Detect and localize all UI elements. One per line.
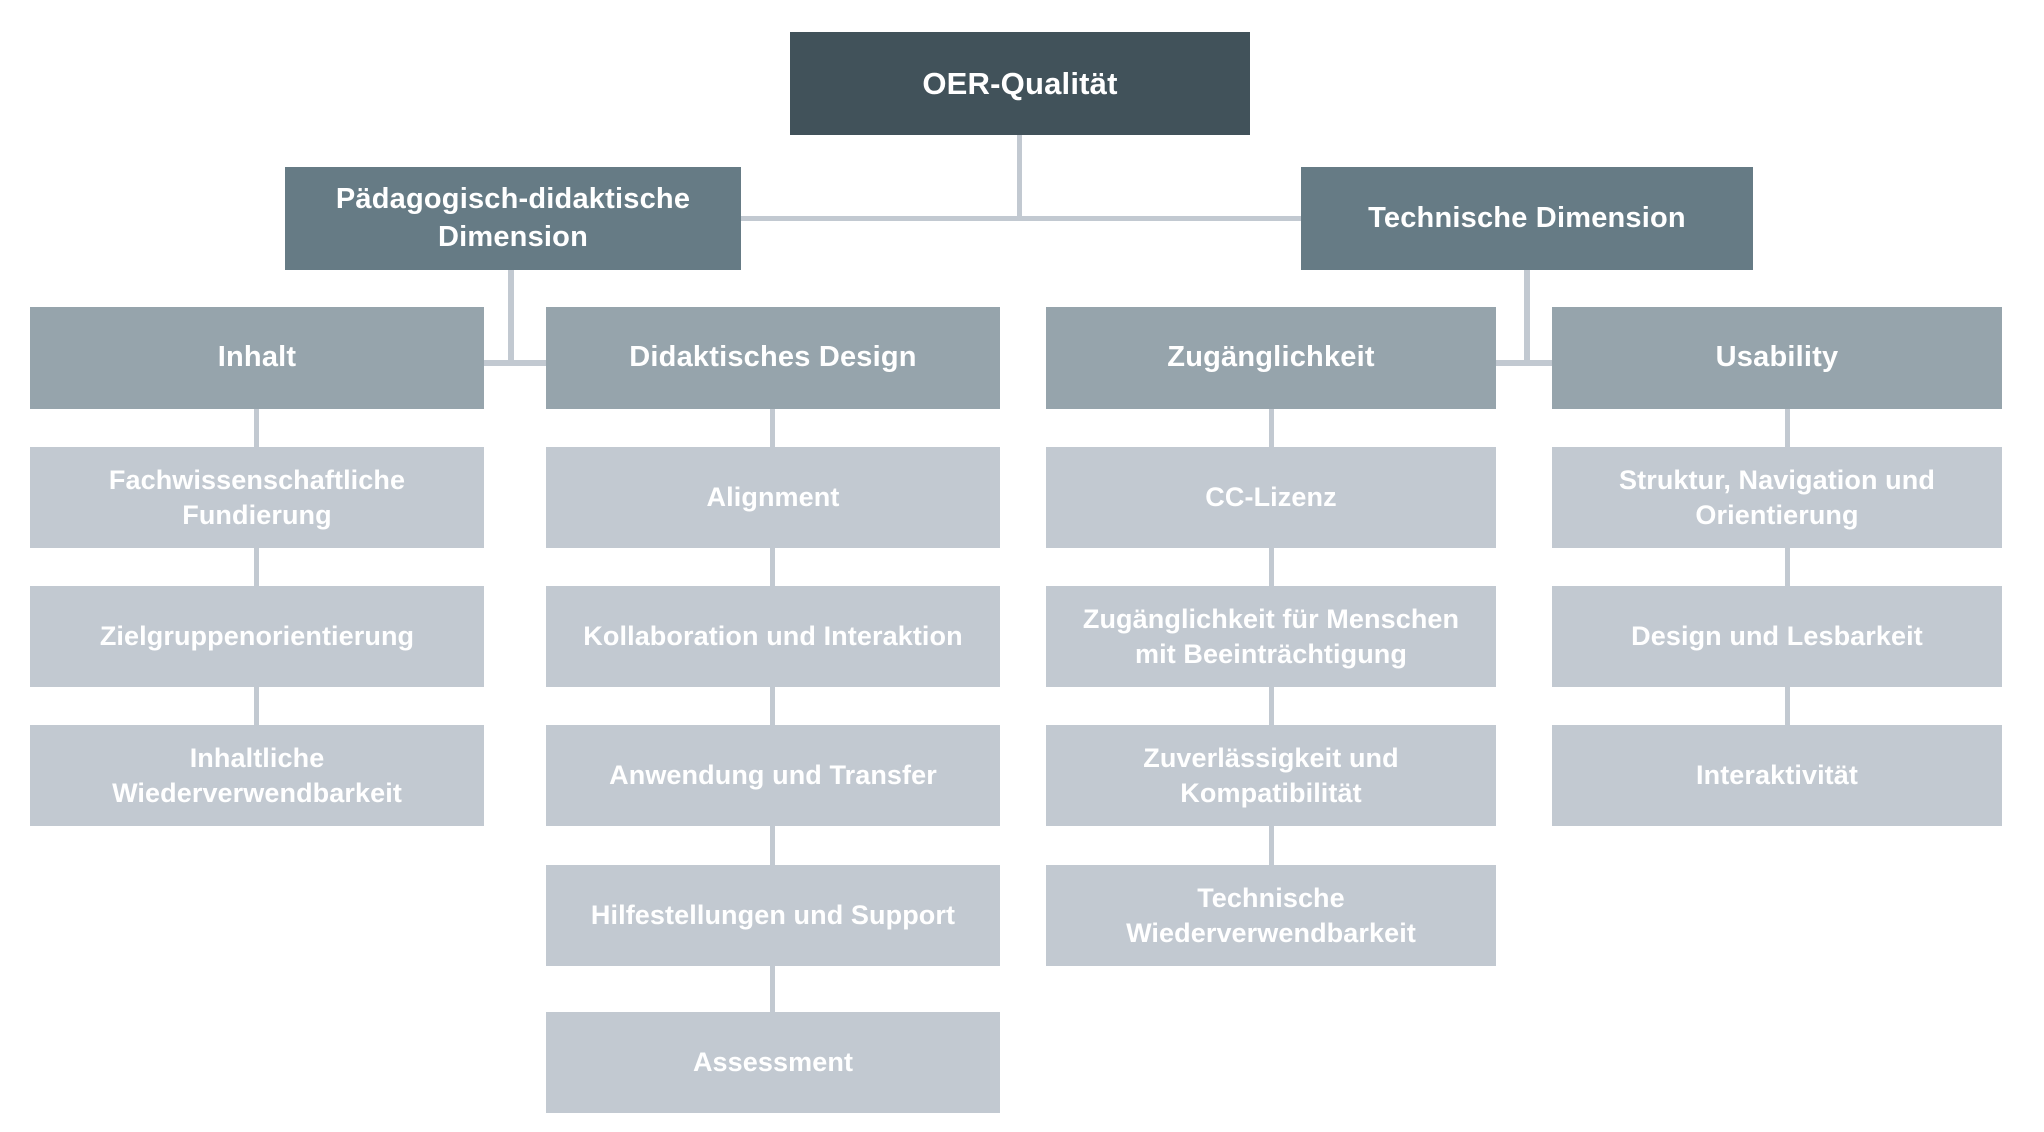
node-oer-qualitaet[interactable]: OER-Qualität (790, 32, 1250, 135)
node-zielgruppenorientierung[interactable]: Zielgruppenorientierung (30, 586, 484, 687)
node-label: OER-Qualität (922, 65, 1118, 101)
node-assessment[interactable]: Assessment (546, 1012, 1000, 1113)
node-label: Pädagogisch-didaktische Dimension (335, 183, 691, 253)
node-technische-wiederverwendbarkeit[interactable]: Technische Wiederverwendbarkeit (1046, 865, 1496, 966)
node-fachwissenschaftliche-fundierung[interactable]: Fachwissenschaftliche Fundierung (30, 447, 484, 548)
node-label: Hilfestellungen und Support (590, 900, 956, 931)
node-anwendung-und-transfer[interactable]: Anwendung und Transfer (546, 725, 1000, 826)
node-label: Kollaboration und Interaktion (583, 621, 963, 652)
node-alignment[interactable]: Alignment (546, 447, 1000, 548)
node-label: Design und Lesbarkeit (1631, 621, 1923, 652)
node-label: Struktur, Navigation und Orientierung (1619, 464, 1935, 530)
connector-column-didaktisches-design (770, 409, 775, 1013)
node-technische-dimension[interactable]: Technische Dimension (1301, 167, 1753, 270)
node-paedagogisch-didaktische-dimension[interactable]: Pädagogisch-didaktische Dimension (285, 167, 741, 270)
node-label: Zugänglichkeit für Menschen mit Beeinträ… (1082, 603, 1460, 669)
connector-technical-bus (1496, 360, 1556, 366)
node-zuverlaessigkeit-und-kompatibilitaet[interactable]: Zuverlässigkeit und Kompatibilität (1046, 725, 1496, 826)
node-zugaenglichkeit-fuer-menschen-mit-beeintraechtigung[interactable]: Zugänglichkeit für Menschen mit Beeinträ… (1046, 586, 1496, 687)
connector-technical-stem (1524, 270, 1530, 364)
node-label: Zugänglichkeit (1167, 341, 1375, 374)
connector-root-stem (1017, 135, 1022, 219)
node-struktur-navigation-und-orientierung[interactable]: Struktur, Navigation und Orientierung (1552, 447, 2002, 548)
node-zugaenglichkeit[interactable]: Zugänglichkeit (1046, 307, 1496, 409)
node-label: Inhalt (217, 341, 297, 374)
node-label: Alignment (706, 482, 840, 513)
node-design-und-lesbarkeit[interactable]: Design und Lesbarkeit (1552, 586, 2002, 687)
node-label: Technische Dimension (1368, 201, 1686, 234)
connector-pedagogic-bus (483, 360, 548, 366)
node-label: Inhaltliche Wiederverwendbarkeit (112, 742, 402, 808)
node-label: Zuverlässigkeit und Kompatibilität (1143, 742, 1399, 808)
node-interaktivitaet[interactable]: Interaktivität (1552, 725, 2002, 826)
node-cc-lizenz[interactable]: CC-Lizenz (1046, 447, 1496, 548)
node-label: Anwendung und Transfer (609, 760, 937, 791)
node-inhalt[interactable]: Inhalt (30, 307, 484, 409)
node-label: Interaktivität (1696, 760, 1858, 791)
node-label: Fachwissenschaftliche Fundierung (108, 464, 406, 530)
node-label: Zielgruppenorientierung (99, 621, 415, 652)
node-label: CC-Lizenz (1205, 482, 1337, 513)
node-usability[interactable]: Usability (1552, 307, 2002, 409)
node-hilfestellungen-und-support[interactable]: Hilfestellungen und Support (546, 865, 1000, 966)
connector-pedagogic-stem (508, 270, 514, 364)
node-label: Usability (1715, 341, 1839, 374)
node-label: Didaktisches Design (629, 341, 917, 374)
connector-column-inhalt (254, 409, 259, 725)
connector-column-usability (1785, 409, 1790, 725)
node-kollaboration-und-interaktion[interactable]: Kollaboration und Interaktion (546, 586, 1000, 687)
node-inhaltliche-wiederverwendbarkeit[interactable]: Inhaltliche Wiederverwendbarkeit (30, 725, 484, 826)
node-label: Technische Wiederverwendbarkeit (1126, 882, 1416, 948)
node-label: Assessment (692, 1047, 854, 1078)
connector-root-bus (740, 216, 1302, 221)
node-didaktisches-design[interactable]: Didaktisches Design (546, 307, 1000, 409)
